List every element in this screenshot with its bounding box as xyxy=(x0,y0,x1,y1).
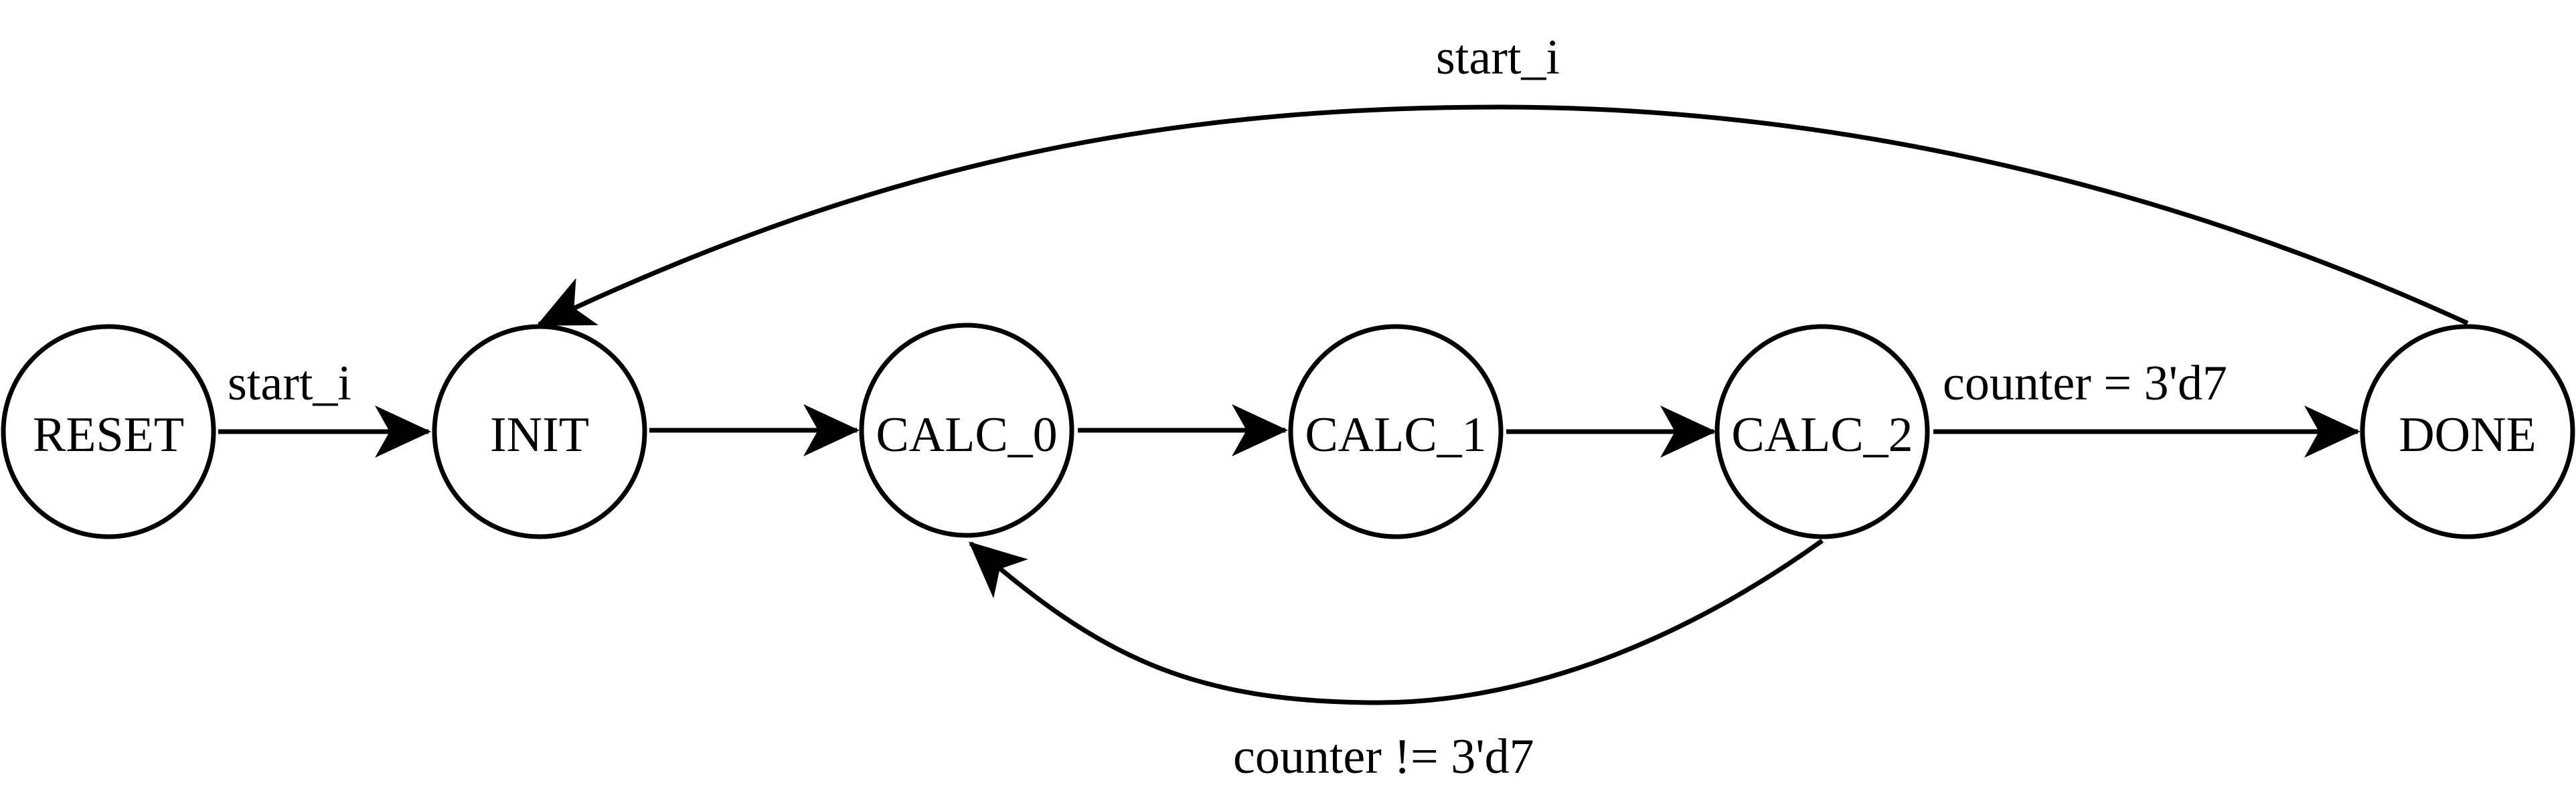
state-reset: RESET xyxy=(1,324,216,539)
state-calc1: CALC_1 xyxy=(1288,324,1504,539)
state-label: INIT xyxy=(490,408,589,462)
edge-done-init xyxy=(536,104,2469,327)
state-init: INIT xyxy=(432,324,647,539)
state-label: CALC_0 xyxy=(876,408,1057,462)
edge-calc2-calc0 xyxy=(969,539,1824,705)
state-label: DONE xyxy=(2399,408,2537,462)
edge-label-done-init: start_i xyxy=(1436,30,1560,85)
edge-label-calc2-calc0: counter != 3'd7 xyxy=(1233,729,1534,784)
edge-label-reset-init: start_i xyxy=(228,356,351,411)
state-calc0: CALC_0 xyxy=(859,323,1074,538)
state-label: RESET xyxy=(33,408,184,462)
state-calc2: CALC_2 xyxy=(1714,324,1930,539)
state-done: DONE xyxy=(2360,324,2575,539)
state-label: CALC_1 xyxy=(1305,408,1486,462)
edge-label-calc2-done: counter = 3'd7 xyxy=(1943,356,2227,411)
state-label: CALC_2 xyxy=(1731,408,1913,462)
